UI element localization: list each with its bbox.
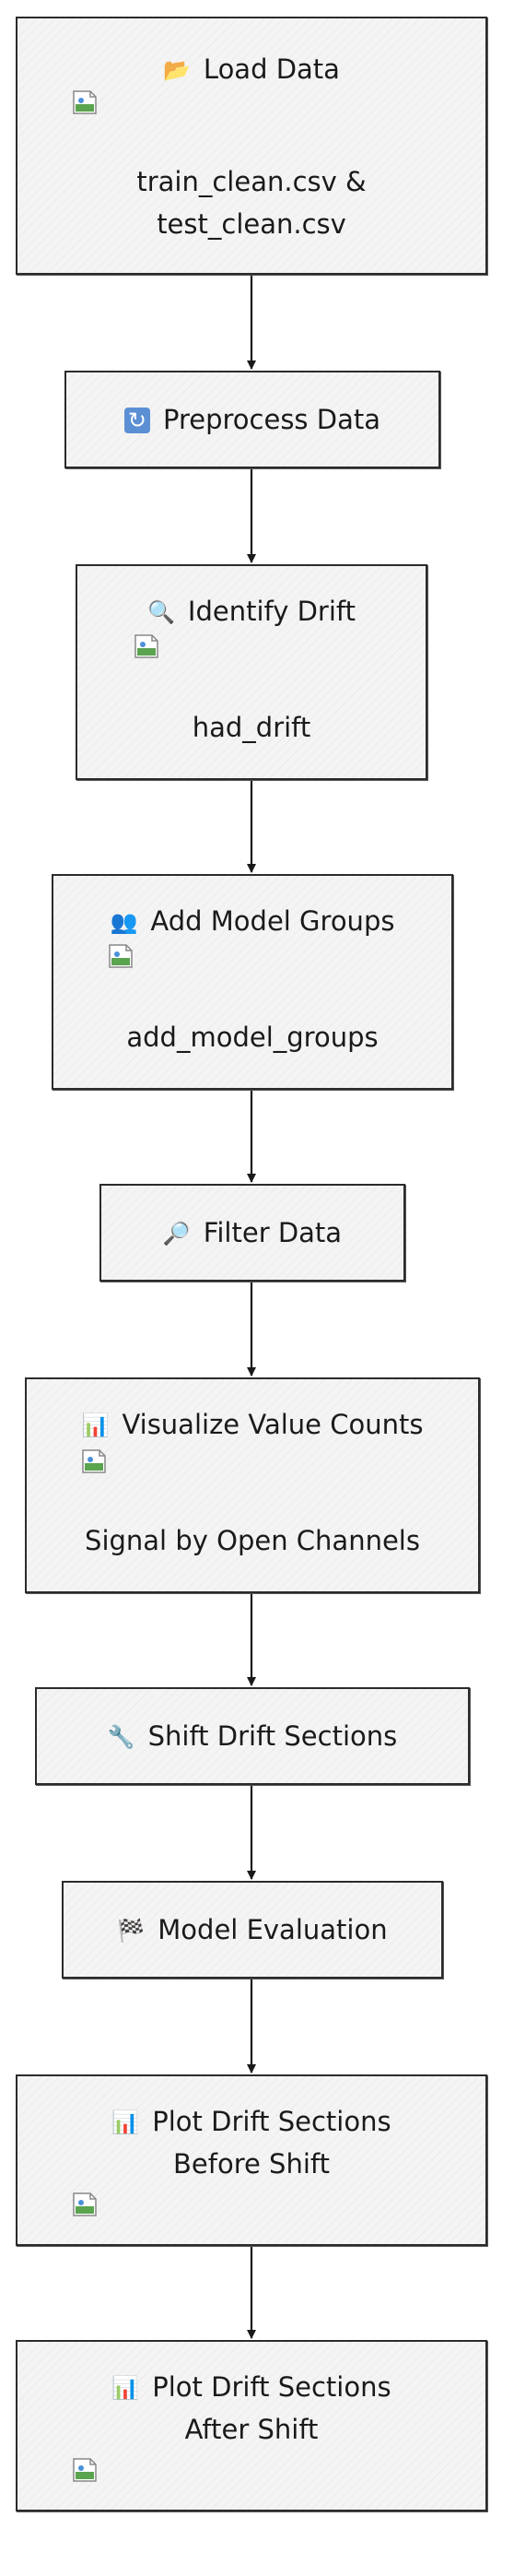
node-detail-line: had_drift [192,712,311,743]
node-model-evaluation[interactable]: 🏁 Model Evaluation [62,1881,443,1979]
node-load-data[interactable]: 📂 Load Data train_clean.csv & test_clean.… [16,17,487,275]
node-title: Load Data [203,53,340,85]
node-plot-after-shift[interactable]: 📊 Plot Drift Sections After Shift [16,2340,487,2511]
broken-image-icon [134,634,158,658]
broken-image-icon [109,944,133,968]
node-shift-drift-sections[interactable]: 🔧 Shift Drift Sections [35,1687,470,1785]
node-title: Plot Drift Sections [152,2371,391,2403]
checkered-flag-icon: 🏁 [117,1918,146,1944]
node-title: Model Evaluation [158,1914,388,1945]
broken-image-icon [82,1449,106,1473]
node-filter-data[interactable]: 🔎 Filter Data [99,1184,405,1282]
broken-image-icon [73,90,97,114]
node-title: Filter Data [203,1217,343,1248]
node-title-line-2: Before Shift [173,2148,330,2180]
node-add-model-groups[interactable]: 👥 Add Model Groups add_model_groups [52,874,453,1090]
node-title: Plot Drift Sections [152,2106,391,2137]
open-folder-icon: 📂 [163,57,191,83]
node-visualize-value-counts[interactable]: 📊 Visualize Value Counts Signal by Open C… [25,1377,480,1593]
refresh-icon: ↻ [123,408,150,433]
node-detail-line: test_clean.csv [157,208,346,240]
node-detail-line: add_model_groups [126,1022,379,1053]
magnifier-right-icon: 🔎 [162,1221,191,1247]
node-plot-before-shift[interactable]: 📊 Plot Drift Sections Before Shift [16,2074,487,2246]
node-title: Visualize Value Counts [122,1409,424,1440]
bar-chart-icon: 📊 [111,2109,140,2135]
broken-image-icon [73,2192,97,2216]
node-title-line-2: After Shift [184,2414,319,2445]
node-identify-drift[interactable]: 🔍 Identify Drift had_drift [76,564,427,780]
bar-chart-icon: 📊 [111,2375,140,2401]
wrench-icon: 🔧 [107,1724,135,1750]
node-title: Add Model Groups [150,905,395,937]
node-preprocess-data[interactable]: ↻ Preprocess Data [64,371,440,468]
people-icon: 👥 [110,909,138,935]
node-title: Shift Drift Sections [147,1720,398,1752]
bar-chart-icon: 📊 [81,1412,110,1438]
magnifier-icon: 🔍 [147,599,175,625]
node-detail-line: train_clean.csv & [136,166,367,197]
node-title: Identify Drift [187,596,356,627]
node-title: Preprocess Data [162,404,380,435]
node-detail-line: Signal by Open Channels [85,1525,420,1556]
broken-image-icon [73,2458,97,2482]
